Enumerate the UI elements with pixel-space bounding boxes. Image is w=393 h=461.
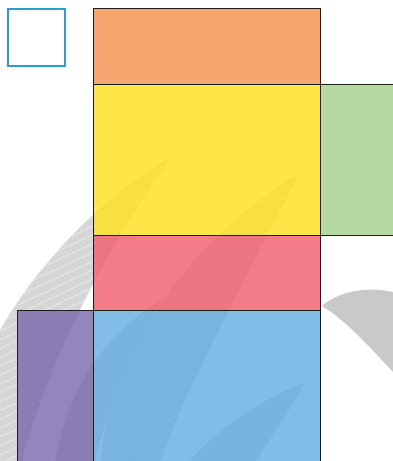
panel-purple xyxy=(17,310,94,461)
panel-orange xyxy=(93,8,321,85)
crescent-shape-right xyxy=(322,290,393,372)
panel-blue xyxy=(93,310,321,461)
square-outline-icon[interactable] xyxy=(7,8,66,67)
panel-pink xyxy=(93,235,321,311)
panel-yellow xyxy=(93,84,321,236)
panel-green xyxy=(320,84,393,236)
